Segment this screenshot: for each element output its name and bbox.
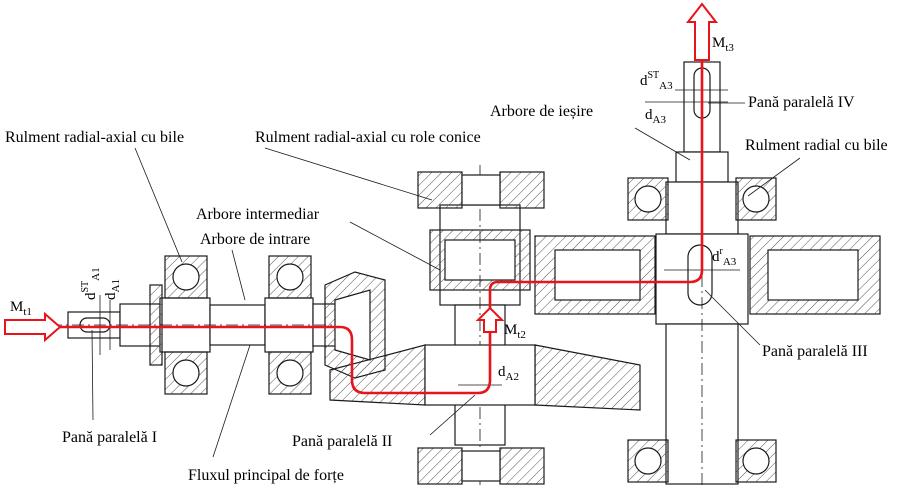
label-rulment-radial-bile: Rulment radial cu bile [745,137,888,154]
label-arbore-intermediar: Arbore intermediar [196,206,320,223]
output-bearing-top [627,177,777,221]
symbol-dra3: drA3 [712,246,737,268]
input-bearing-right [268,255,312,395]
label-pana-II: Pană paralelă II [292,433,393,450]
label-rulment-radial-axial-role: Rulment radial-axial cu role conice [255,129,481,146]
symbol-dsta1: dSTA1 [80,267,102,300]
force-flow-path [4,2,719,395]
symbol-da3: dA3 [645,107,666,126]
input-bearing-left [164,255,208,395]
label-pana-IV: Pană paralelă IV [748,94,855,111]
label-flux: Fluxul principal de forțe [188,467,344,484]
intermediate-shaft [429,165,531,485]
label-rulment-radial-axial-bile: Rulment radial-axial cu bile [5,129,185,146]
symbol-da2: dA2 [498,364,519,383]
intermediate-bearing-top [417,171,545,209]
label-pana-III: Pană paralelă III [762,343,868,360]
input-bevel-pinion [324,271,386,379]
symbol-mt3: Mt3 [712,35,734,54]
symbol-dsta3: dSTA3 [640,70,673,92]
intermediate-bearing-bottom [417,447,545,485]
symbol-da1: dA1 [103,279,122,300]
label-arbore-intrare: Arbore de intrare [200,231,311,248]
leader-lines [91,102,801,458]
output-bearing-bottom [627,439,777,483]
symbol-mt2: Mt2 [504,322,526,341]
bevel-gear-wheel [329,344,641,411]
symbol-mt1: Mt1 [10,299,32,318]
output-spur-gear [534,235,881,315]
label-pana-I: Pană paralelă I [62,429,158,446]
label-arbore-iesire: Arbore de ieșire [490,103,594,120]
